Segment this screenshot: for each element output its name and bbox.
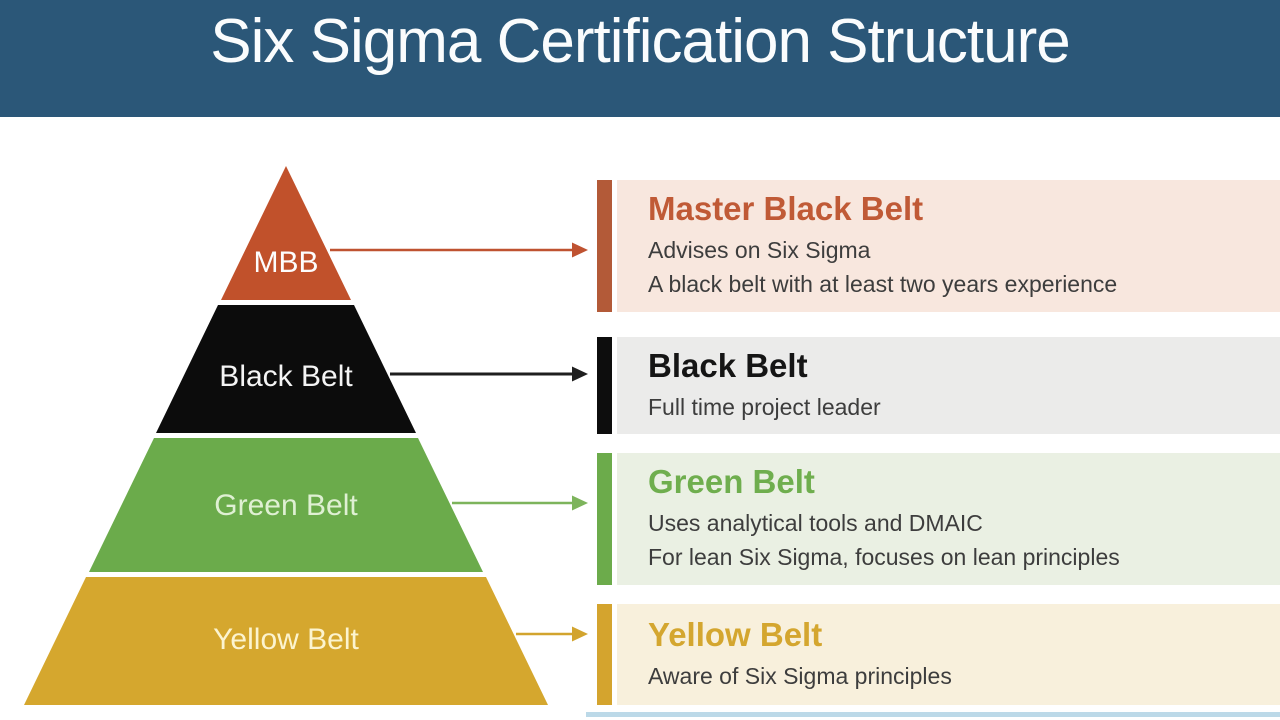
pyramid-label-mbb: MBB bbox=[253, 246, 319, 279]
bottom-divider-strip bbox=[586, 712, 1280, 717]
card-line: Advises on Six Sigma bbox=[648, 236, 871, 263]
pyramid-level-yellow-belt bbox=[24, 577, 548, 705]
card-black-belt: Black Belt Full time project leader bbox=[617, 337, 1280, 434]
pyramid-label-black-belt: Black Belt bbox=[219, 360, 353, 393]
card-line: For lean Six Sigma, focuses on lean prin… bbox=[648, 544, 1120, 571]
pyramid-label-yellow-belt: Yellow Belt bbox=[213, 623, 359, 656]
card-green-belt: Green Belt Uses analytical tools and DMA… bbox=[617, 453, 1280, 585]
pyramid-level-green-belt bbox=[89, 438, 483, 572]
card-line: Aware of Six Sigma principles bbox=[648, 662, 952, 689]
card-line: Full time project leader bbox=[648, 393, 881, 420]
arrow-head-green-belt bbox=[572, 495, 588, 511]
card-master-black-belt: Master Black Belt Advises on Six Sigma A… bbox=[617, 180, 1280, 312]
card-title-green-belt: Green Belt bbox=[648, 463, 815, 501]
pyramid-level-mbb bbox=[221, 166, 351, 300]
card-title-black-belt: Black Belt bbox=[648, 346, 808, 384]
pyramid-level-black-belt bbox=[156, 305, 416, 433]
card-yellow-belt: Yellow Belt Aware of Six Sigma principle… bbox=[617, 604, 1280, 705]
card-line: A black belt with at least two years exp… bbox=[648, 271, 1118, 298]
arrow-head-mbb bbox=[572, 242, 588, 258]
title-banner: Six Sigma Certification Structure bbox=[0, 0, 1280, 117]
card-accent-bar-green-belt bbox=[597, 453, 612, 585]
pyramid-label-green-belt: Green Belt bbox=[214, 489, 358, 522]
page-title: Six Sigma Certification Structure bbox=[210, 7, 1070, 76]
card-accent-bar-yellow-belt bbox=[597, 604, 612, 705]
card-title-master-black-belt: Master Black Belt bbox=[648, 190, 924, 228]
card-accent-bar-master-black-belt bbox=[597, 180, 612, 312]
arrow-head-black-belt bbox=[572, 366, 588, 382]
card-accent-bar-black-belt bbox=[597, 337, 612, 434]
card-line: Uses analytical tools and DMAIC bbox=[648, 509, 983, 536]
arrow-head-yellow-belt bbox=[572, 626, 588, 642]
card-title-yellow-belt: Yellow Belt bbox=[648, 615, 823, 653]
